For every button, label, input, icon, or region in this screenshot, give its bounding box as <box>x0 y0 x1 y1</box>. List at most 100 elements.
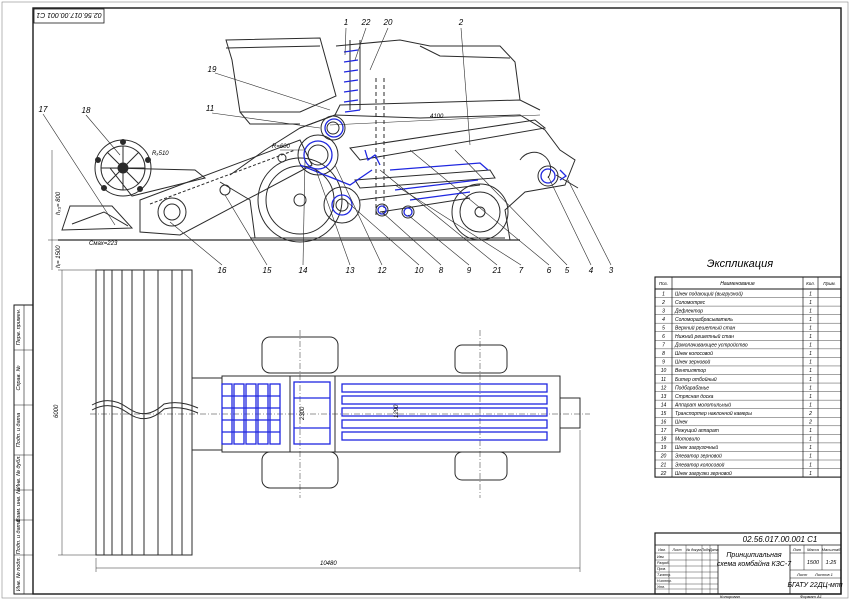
expl-qty: 1 <box>809 351 812 357</box>
row-izm: Изм. <box>657 555 664 559</box>
expl-pos: 12 <box>661 385 667 391</box>
expl-pos: 19 <box>661 445 667 451</box>
col-name: Наименование <box>720 281 755 287</box>
title-line-2: схема комбайна КЗС-7 <box>717 560 792 568</box>
expl-name: Дефлектор <box>674 308 703 314</box>
expl-pos: 4 <box>662 317 665 323</box>
wheel-rear-right <box>454 451 508 481</box>
doc-code: 02.56.017.00.001 С1 <box>743 535 818 544</box>
head-doc: № докум. <box>686 548 701 552</box>
expl-pos: 10 <box>661 368 667 374</box>
row-tkontr: Т.контр. <box>657 573 671 577</box>
expl-qty: 1 <box>809 360 812 366</box>
expl-name: Соломоразбрасыватель <box>675 317 733 323</box>
expl-qty: 1 <box>809 445 812 451</box>
dim-r600: R=600 <box>272 144 291 150</box>
top-view <box>91 269 581 556</box>
callout-numbers: 1 22 20 2 19 11 17 18 16 15 14 13 12 10 … <box>39 18 614 275</box>
callout-1: 1 <box>344 18 348 27</box>
row-razrab: Разраб. <box>657 561 670 565</box>
callout-16: 16 <box>218 266 227 275</box>
expl-name: Вентилятор <box>675 368 706 374</box>
expl-name: Шнек <box>675 420 688 426</box>
sheet-label: Лист <box>796 572 808 577</box>
title-block <box>654 532 842 595</box>
col-mass: Масса <box>807 547 820 552</box>
callout-9: 9 <box>467 266 472 275</box>
col-note: Прим. <box>823 281 836 286</box>
expl-pos: 11 <box>661 377 666 383</box>
expl-qty: 1 <box>809 402 812 408</box>
expl-pos: 5 <box>662 325 665 331</box>
expl-pos: 16 <box>661 420 667 426</box>
callout-10: 10 <box>415 266 424 275</box>
expl-pos: 15 <box>661 411 667 417</box>
mass-value: 1500 <box>807 560 820 566</box>
callout-8: 8 <box>439 266 444 275</box>
org-code: БГАТУ 22ДЦ-мпп <box>787 582 842 589</box>
title-line-1: Принципиальная <box>726 552 782 559</box>
dim-h1500: hᵢ= 1500 <box>56 245 62 268</box>
row-utv: Утв. <box>657 585 665 589</box>
side-label-3: Инв. № дубл. <box>16 455 22 489</box>
top-stamp: 02.56.017.00.001 С1 <box>33 8 105 24</box>
wheel-rear-left <box>454 344 508 374</box>
expl-qty: 1 <box>809 377 812 383</box>
col-scale: Масштаб <box>822 547 841 552</box>
side-label-1: Справ. № <box>16 365 22 390</box>
callout-17: 17 <box>39 105 48 114</box>
front-wheel <box>257 157 343 243</box>
dim-1290: 1290 <box>394 404 400 418</box>
expl-name: Мотовило <box>675 437 700 443</box>
side-label-0: Перв. примен. <box>16 309 22 346</box>
side-label-4: Взам. инв. № <box>16 488 22 522</box>
callout-14: 14 <box>299 266 308 275</box>
expl-pos: 22 <box>660 471 667 477</box>
dim-4100: 4100 <box>430 114 444 120</box>
expl-name: Верхний решетный стан <box>675 324 736 331</box>
expl-name: Домолачивающее устройство <box>674 342 748 349</box>
side-label-2: Подп. и дата <box>16 413 22 447</box>
expl-qty: 1 <box>809 437 812 443</box>
expl-pos: 8 <box>662 351 665 357</box>
expl-name: Элеватор зерновой <box>675 453 722 460</box>
expl-pos: 18 <box>661 437 667 443</box>
dim-2300: 2300 <box>300 406 306 421</box>
expl-qty: 1 <box>809 334 812 340</box>
expl-name: Транспортер наклонной камеры <box>675 410 752 417</box>
callout-19: 19 <box>208 65 217 74</box>
expl-name: Подбарабанье <box>675 385 709 391</box>
col-lit: Лит <box>792 547 802 552</box>
callout-5: 5 <box>565 266 570 275</box>
col-pos: Поз. <box>659 281 668 286</box>
expl-qty: 1 <box>809 462 812 468</box>
title-block-text: 02.56.017.00.001 С1 Принципиальная схема… <box>657 535 843 599</box>
top-view-highlights <box>221 381 548 445</box>
expl-name: Нижний решетный стан <box>675 333 734 340</box>
copied-label: Копировал <box>720 594 741 599</box>
head-list: Лист <box>671 548 681 552</box>
expl-qty: 1 <box>809 385 812 391</box>
explication-title: Экспликация <box>707 258 773 270</box>
expl-pos: 17 <box>661 428 667 434</box>
expl-name: Элеватор колосовой <box>675 461 725 468</box>
expl-qty: 2 <box>808 411 812 417</box>
callout-12: 12 <box>378 266 387 275</box>
expl-qty: 1 <box>809 394 812 400</box>
callout-18: 18 <box>82 106 91 115</box>
format-label: Формат А1 <box>800 594 822 599</box>
expl-pos: 1 <box>662 291 665 297</box>
expl-pos: 14 <box>661 402 667 408</box>
top-view-dashes <box>90 330 590 498</box>
expl-name: Шнек загрузочный <box>675 444 718 451</box>
expl-pos: 2 <box>661 300 665 306</box>
callout-13: 13 <box>346 266 355 275</box>
side-label-5: Подп. и дата <box>16 520 22 554</box>
expl-qty: 1 <box>809 317 812 323</box>
callout-15: 15 <box>263 266 272 275</box>
expl-name: Шнек подающий (выгрузной) <box>675 290 743 297</box>
expl-name: Соломотряс <box>675 300 706 306</box>
